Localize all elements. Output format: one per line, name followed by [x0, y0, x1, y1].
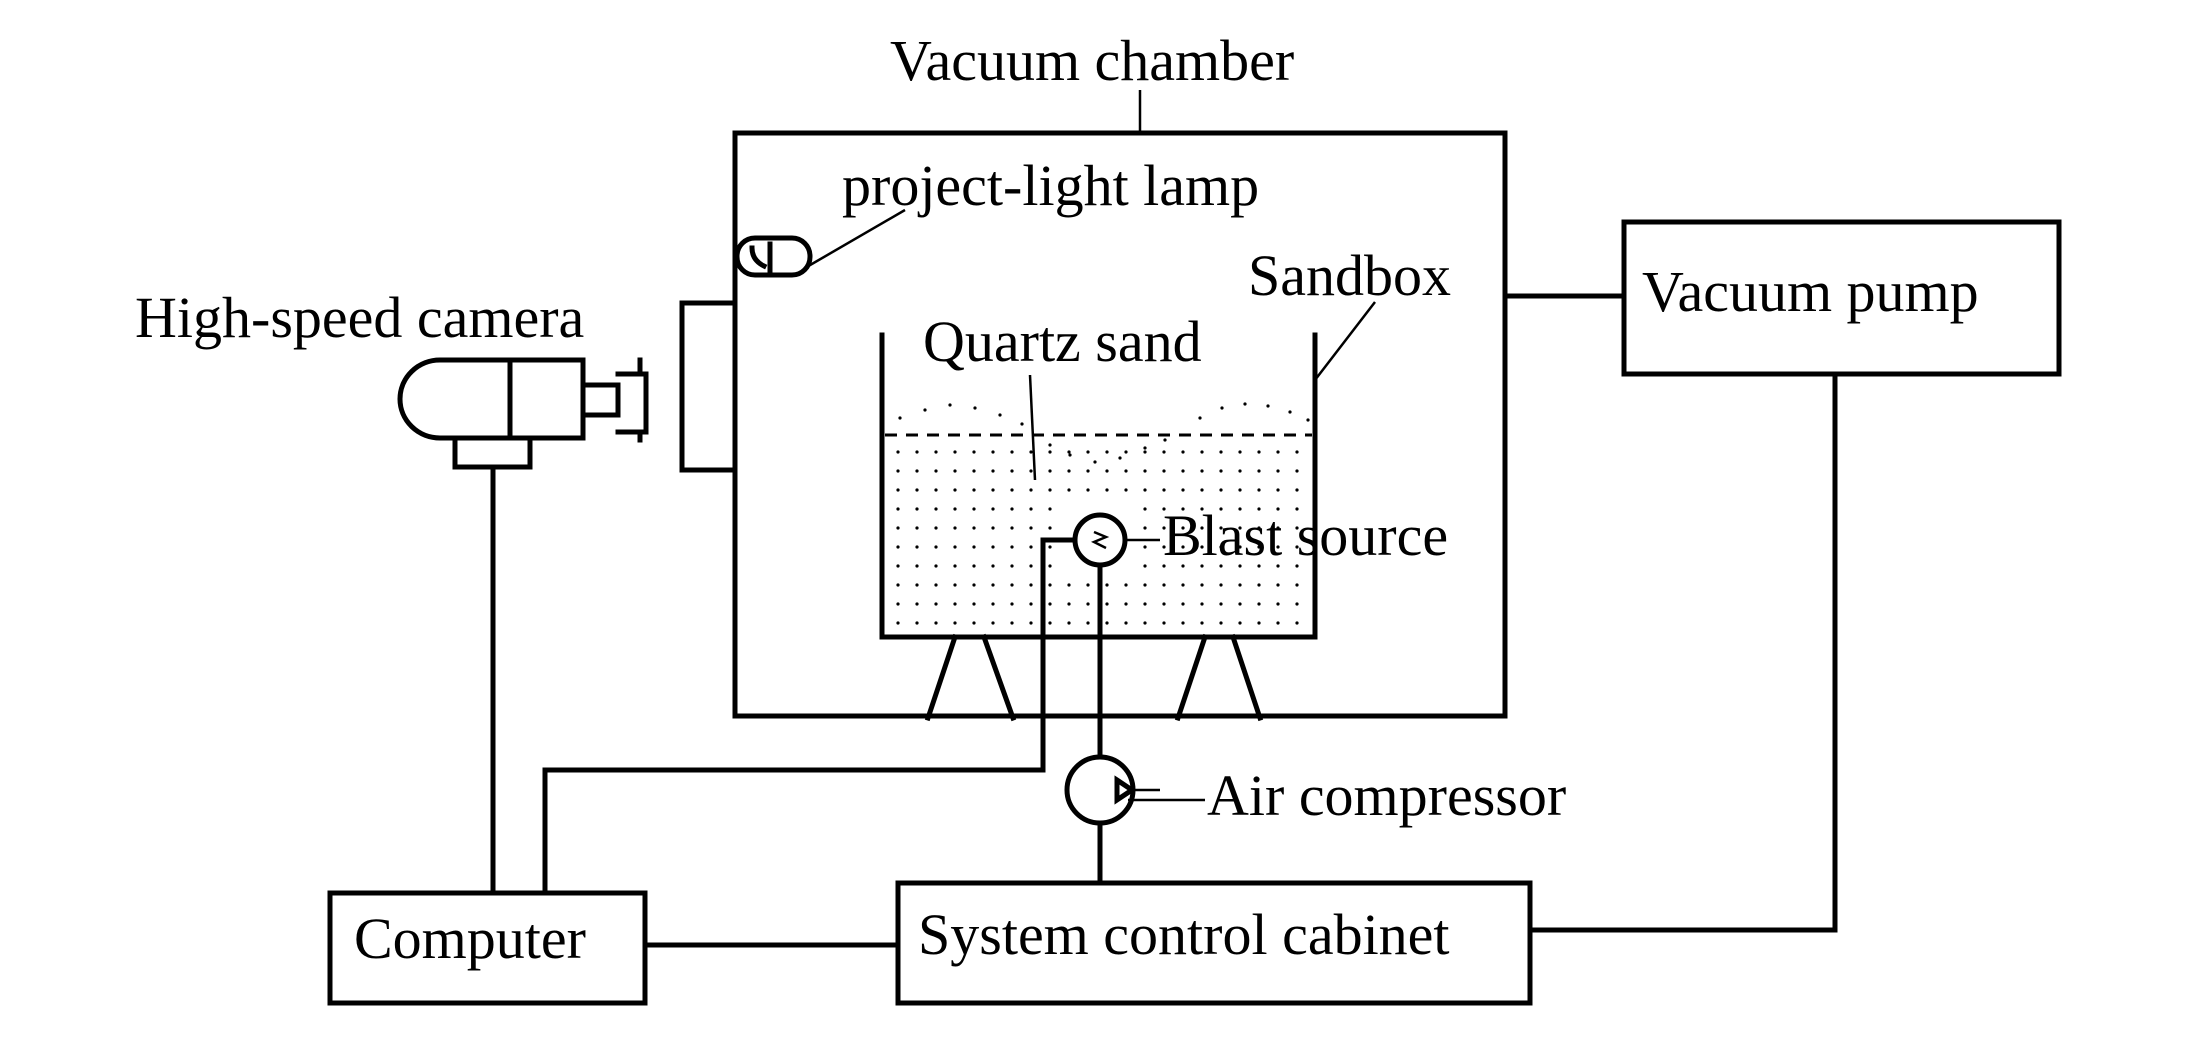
camera-viewport — [679, 300, 738, 473]
air-compressor-icon — [1064, 754, 1205, 826]
lamp-label: project-light lamp — [842, 153, 1259, 218]
vacuum-chamber-box — [732, 130, 1508, 719]
quartz-sand-label: Quartz sand — [923, 309, 1202, 374]
quartz-sand-dots — [896, 402, 1310, 625]
computer-box — [327, 890, 648, 1006]
computer-label: Computer — [354, 906, 586, 971]
quartz-sand-leader — [1028, 374, 1037, 481]
blast-source-label: Blast source — [1163, 503, 1448, 568]
vacuum-pump-label: Vacuum pump — [1642, 259, 1979, 324]
camera-icon — [397, 357, 649, 470]
blast-wire-left — [542, 537, 1078, 896]
sandbox-legs — [924, 633, 1264, 722]
pump-to-cabinet-line — [1527, 371, 1838, 933]
sandbox — [879, 301, 1376, 722]
control-cabinet-label: System control cabinet — [918, 902, 1450, 967]
sandbox-leader — [1314, 301, 1376, 381]
lamp-icon — [734, 208, 906, 278]
sandbox-label: Sandbox — [1248, 243, 1451, 308]
blast-source-icon — [1072, 512, 1160, 568]
air-compressor-label: Air compressor — [1207, 763, 1566, 828]
camera-label: High-speed camera — [135, 285, 584, 350]
vacuum-chamber-label: Vacuum chamber — [890, 28, 1294, 93]
